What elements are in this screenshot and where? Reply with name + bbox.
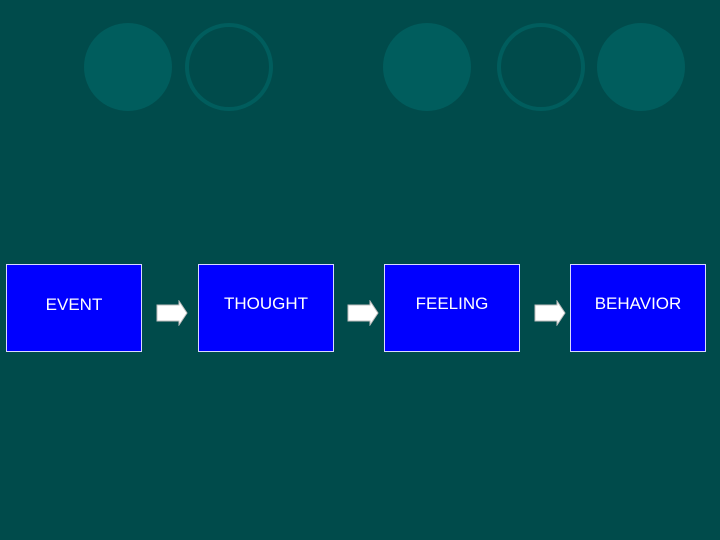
- decorative-circles: [84, 23, 685, 111]
- right-arrow-icon: [156, 300, 188, 326]
- behavior-box: BEHAVIOR: [570, 264, 706, 352]
- behavior-label: BEHAVIOR: [594, 294, 682, 313]
- event-box: EVENT: [6, 264, 142, 352]
- filled-circle: [84, 23, 172, 111]
- feeling-box: FEELING: [384, 264, 520, 352]
- right-arrow-icon: [534, 300, 566, 326]
- outlined-circle: [497, 23, 585, 111]
- right-arrow-icon: [347, 300, 379, 326]
- feeling-label: FEELING: [415, 294, 489, 313]
- filled-circle: [597, 23, 685, 111]
- thought-label: THOUGHT: [223, 294, 309, 313]
- outlined-circle: [185, 23, 273, 111]
- filled-circle: [383, 23, 471, 111]
- thought-box: THOUGHT: [198, 264, 334, 352]
- event-label: EVENT: [45, 295, 103, 314]
